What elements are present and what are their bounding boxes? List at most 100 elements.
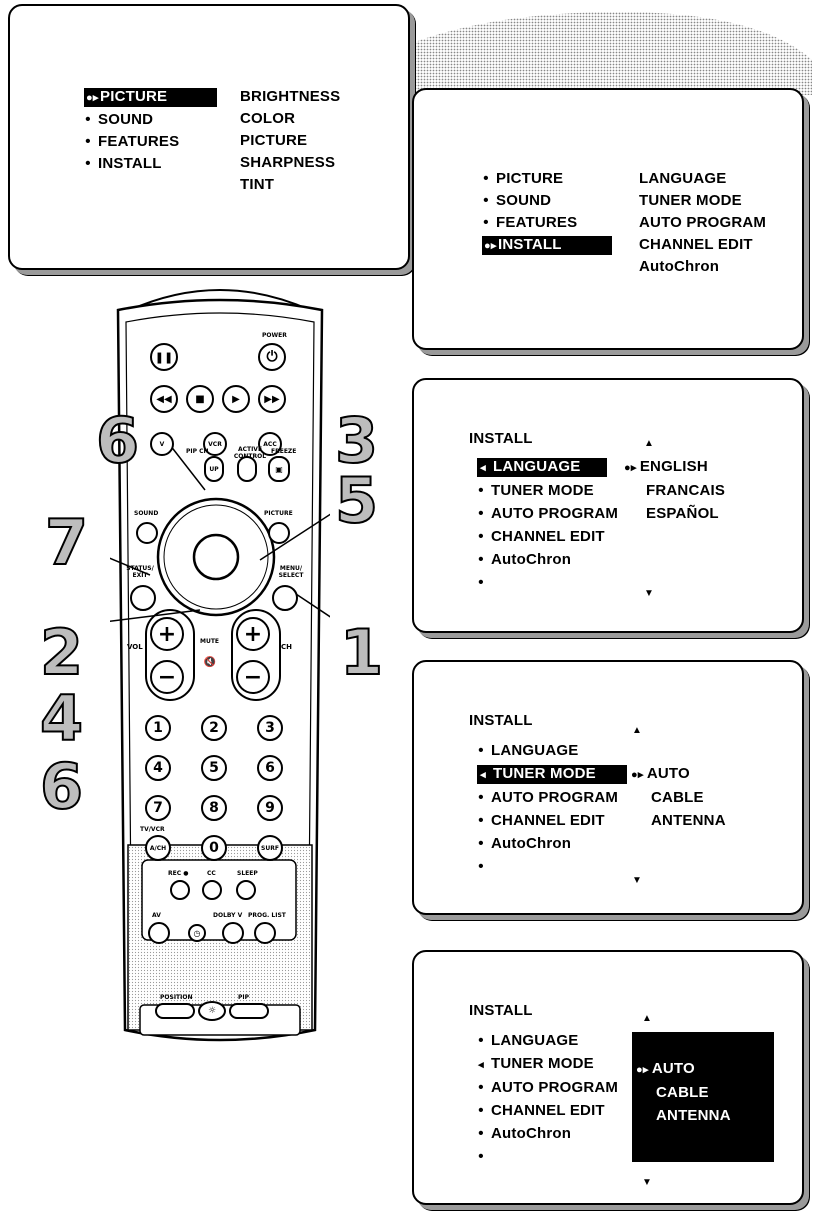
menu-item-sound[interactable]: •SOUND xyxy=(85,111,154,128)
option-item[interactable]: ANTENNA xyxy=(651,812,726,829)
install-item[interactable]: •AUTO PROGRAM xyxy=(478,1079,619,1096)
clock-button[interactable]: ◷ xyxy=(188,924,206,942)
install-item[interactable]: •LANGUAGE xyxy=(478,1032,579,1049)
status-exit-button[interactable] xyxy=(130,585,156,611)
channel-down-button[interactable]: − xyxy=(236,660,270,694)
pip-button[interactable] xyxy=(229,1003,269,1019)
submenu-item[interactable]: COLOR xyxy=(240,110,296,127)
install-item[interactable]: •LANGUAGE xyxy=(478,742,579,759)
power-button[interactable]: ⏻ xyxy=(258,343,286,371)
menu-select-button[interactable] xyxy=(272,585,298,611)
install-item[interactable]: •AutoChron xyxy=(478,1125,572,1142)
fast-forward-button[interactable]: ▶▶ xyxy=(258,385,286,413)
menu-item-install-selected[interactable]: ●▸INSTALL xyxy=(482,236,612,255)
pip-swap-button[interactable]: ☼ xyxy=(198,1001,226,1021)
digit-4-button[interactable]: 4 xyxy=(145,755,171,781)
acc-button[interactable]: ACC xyxy=(258,432,282,456)
option-item[interactable]: ESPAÑOL xyxy=(646,505,719,522)
option-item[interactable]: ANTENNA xyxy=(656,1107,731,1124)
digit-1-button[interactable]: 1 xyxy=(145,715,171,741)
install-item[interactable]: •CHANNEL EDIT xyxy=(478,812,605,829)
nav-up-button[interactable] xyxy=(176,505,260,533)
rewind-button[interactable]: ◀◀ xyxy=(150,385,178,413)
option-auto-selected[interactable]: ●▸ AUTO xyxy=(636,1060,695,1077)
mute-button[interactable]: 🔇 xyxy=(198,650,222,674)
vcr-button[interactable]: VCR xyxy=(203,432,227,456)
submenu-item[interactable]: PICTURE xyxy=(240,132,308,149)
av-button[interactable] xyxy=(148,922,170,944)
submenu-item[interactable]: LANGUAGE xyxy=(639,170,727,187)
pause-button[interactable]: ❚❚ xyxy=(150,343,178,371)
install-item[interactable]: •AutoChron xyxy=(478,551,572,568)
submenu-item[interactable]: AUTO PROGRAM xyxy=(639,214,767,231)
scroll-down-icon[interactable]: ▼ xyxy=(644,588,655,599)
sound-button[interactable] xyxy=(136,522,158,544)
surf-button[interactable]: SURF xyxy=(257,835,283,861)
menu-item-features[interactable]: •FEATURES xyxy=(85,133,180,150)
option-auto-selected[interactable]: ●▸ AUTO xyxy=(631,765,690,782)
submenu-item[interactable]: AutoChron xyxy=(639,258,720,275)
tv-button[interactable]: V xyxy=(150,432,174,456)
rec-button[interactable] xyxy=(170,880,190,900)
submenu-item[interactable]: BRIGHTNESS xyxy=(240,88,341,105)
stop-button[interactable]: ■ xyxy=(186,385,214,413)
channel-up-button[interactable]: + xyxy=(236,617,270,651)
volume-down-button[interactable]: − xyxy=(150,660,184,694)
volume-up-button[interactable]: + xyxy=(150,617,184,651)
status-exit-label: STATUS/ EXIT xyxy=(126,565,154,579)
submenu-item[interactable]: SHARPNESS xyxy=(240,154,336,171)
ok-center-button[interactable] xyxy=(196,537,240,581)
install-item-tuner-mode-selected[interactable]: ◂TUNER MODE xyxy=(477,765,627,784)
install-item[interactable]: •AUTO PROGRAM xyxy=(478,505,619,522)
digit-8-button[interactable]: 8 xyxy=(201,795,227,821)
cc-button[interactable] xyxy=(202,880,222,900)
dolby-v-button[interactable] xyxy=(222,922,244,944)
option-item[interactable]: CABLE xyxy=(656,1084,709,1101)
menu-item-picture-selected[interactable]: ●▸PICTURE xyxy=(84,88,217,107)
submenu-item[interactable]: CHANNEL EDIT xyxy=(639,236,753,253)
nav-right-button[interactable] xyxy=(248,535,276,585)
picture-button[interactable] xyxy=(268,522,290,544)
install-item[interactable]: •AUTO PROGRAM xyxy=(478,789,619,806)
prog-list-button[interactable] xyxy=(254,922,276,944)
menu-item-features[interactable]: •FEATURES xyxy=(483,214,578,231)
scroll-up-icon[interactable]: ▲ xyxy=(632,725,643,736)
position-button[interactable] xyxy=(155,1003,195,1019)
freeze-button[interactable]: ▣ xyxy=(268,456,290,482)
sleep-button[interactable] xyxy=(236,880,256,900)
option-item[interactable]: CABLE xyxy=(651,789,704,806)
option-item[interactable]: FRANCAIS xyxy=(646,482,726,499)
scroll-up-icon[interactable]: ▲ xyxy=(644,438,655,449)
scroll-up-icon[interactable]: ▲ xyxy=(642,1013,653,1024)
scroll-down-icon[interactable]: ▼ xyxy=(642,1177,653,1188)
install-item-tuner-mode[interactable]: ◂TUNER MODE xyxy=(478,1055,594,1072)
submenu-item[interactable]: TINT xyxy=(240,176,275,193)
install-item[interactable]: •CHANNEL EDIT xyxy=(478,528,605,545)
install-item[interactable]: •AutoChron xyxy=(478,835,572,852)
digit-3-button[interactable]: 3 xyxy=(257,715,283,741)
menu-item-install[interactable]: •INSTALL xyxy=(85,155,162,172)
install-item[interactable]: •CHANNEL EDIT xyxy=(478,1102,605,1119)
menu-item-picture[interactable]: •PICTURE xyxy=(483,170,564,187)
menu-item-sound[interactable]: •SOUND xyxy=(483,192,552,209)
option-english-selected[interactable]: ●▸ ENGLISH xyxy=(624,458,708,475)
play-button[interactable]: ▶ xyxy=(222,385,250,413)
pip-ch-up-button[interactable]: UP xyxy=(204,456,224,482)
digit-2-button[interactable]: 2 xyxy=(201,715,227,741)
digit-9-button[interactable]: 9 xyxy=(257,795,283,821)
digit-6-button[interactable]: 6 xyxy=(257,755,283,781)
active-control-button[interactable] xyxy=(237,456,257,482)
a-ch-button[interactable]: A/CH xyxy=(145,835,171,861)
nav-left-button[interactable] xyxy=(160,535,188,585)
install-item[interactable]: •TUNER MODE xyxy=(478,482,594,499)
step-number-2: 2 xyxy=(39,616,84,689)
submenu-item[interactable]: TUNER MODE xyxy=(639,192,742,209)
install-item-language-selected[interactable]: ◂LANGUAGE xyxy=(477,458,607,477)
menu-list: •PICTURE •SOUND •FEATURES ●▸INSTALL xyxy=(482,170,612,255)
scroll-down-icon[interactable]: ▼ xyxy=(632,875,643,886)
digit-5-button[interactable]: 5 xyxy=(201,755,227,781)
digit-0-button[interactable]: 0 xyxy=(201,835,227,861)
nav-down-button[interactable] xyxy=(176,585,260,613)
step-number-5: 5 xyxy=(334,464,379,537)
digit-7-button[interactable]: 7 xyxy=(145,795,171,821)
